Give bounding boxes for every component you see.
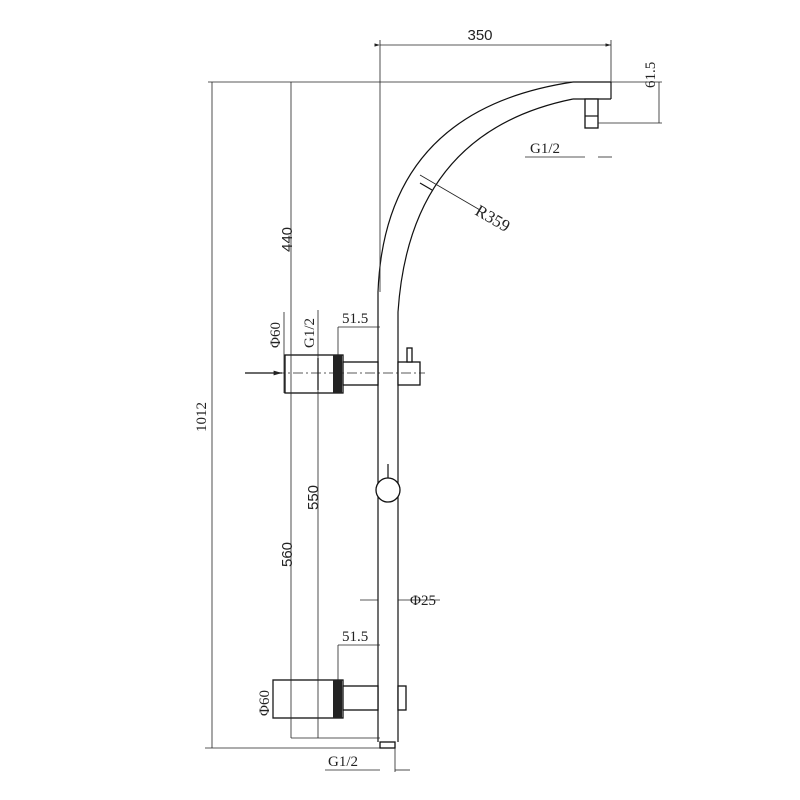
dim-arc-radius: R359	[472, 201, 513, 236]
dim-bottom-thread: G1/2	[328, 754, 358, 770]
riser-pipe	[377, 292, 399, 742]
dim-upper-bracket-diameter: Φ60	[268, 322, 284, 348]
shower-arm	[377, 81, 612, 313]
dim-arm-length: 350	[467, 27, 492, 44]
upper-bracket	[275, 347, 425, 394]
dim-upper-height: 440	[279, 227, 296, 252]
dim-bracket-spacing-outer: 560	[279, 542, 296, 567]
dim-arm-height: 61.5	[643, 62, 659, 88]
dim-upper-bracket-thread: G1/2	[302, 318, 318, 348]
dim-bracket-spacing-inner: 550	[305, 485, 322, 510]
dim-outlet-thread: G1/2	[530, 141, 560, 157]
dim-total-height: 1012	[194, 402, 210, 432]
dim-upper-bracket-offset: 51.5	[342, 311, 368, 327]
dimension-lines	[205, 40, 662, 772]
dim-lower-bracket-diameter: Φ60	[257, 690, 273, 716]
slider[interactable]	[375, 464, 401, 503]
dim-lower-bracket-offset: 51.5	[342, 629, 368, 645]
lower-bracket	[272, 679, 407, 749]
dim-pipe-diameter: Φ25	[410, 593, 436, 609]
